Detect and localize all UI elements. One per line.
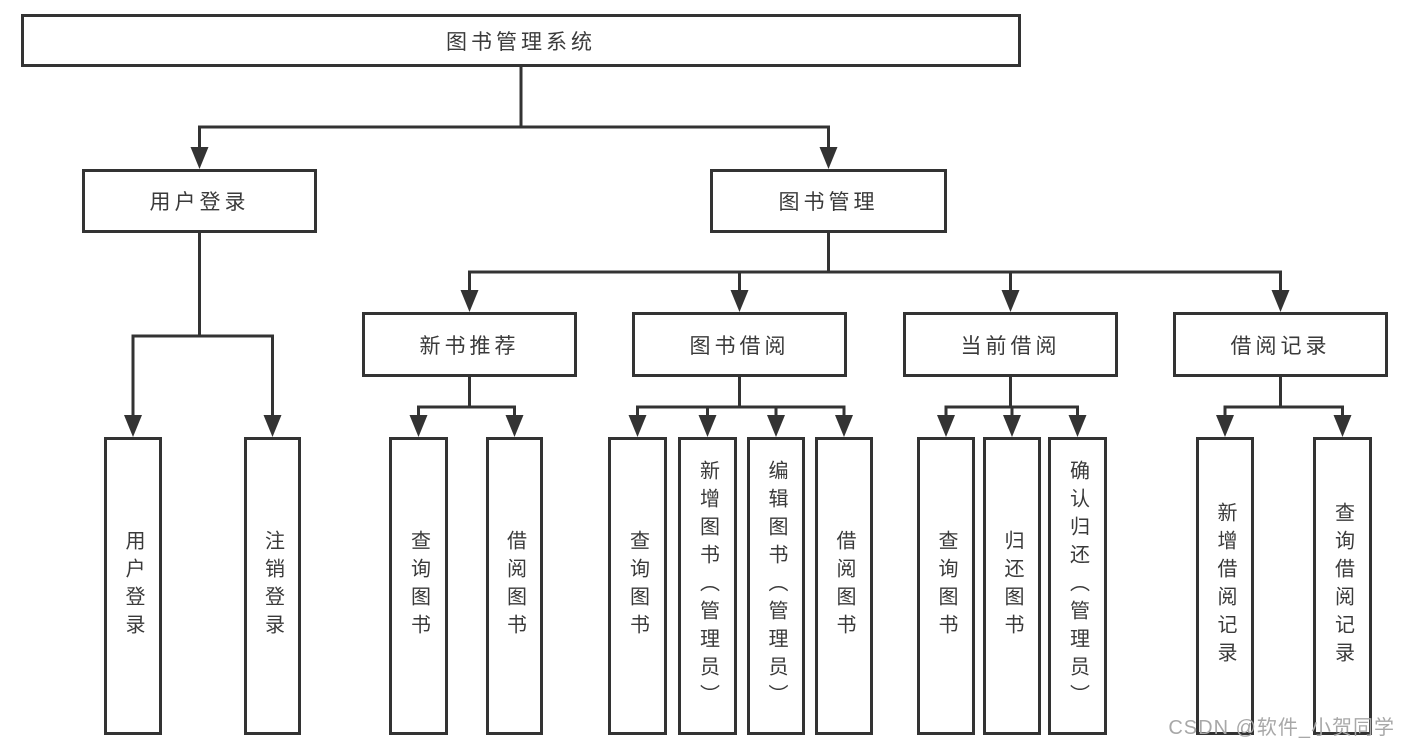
leaf-bb-query-books: 查询图书: [608, 437, 667, 735]
node-label: 借阅图书: [833, 530, 855, 642]
arrowhead-icon: [409, 415, 428, 437]
arrowhead-icon: [628, 415, 647, 437]
leaf-bb-edit-book-admin: 编辑图书（管理员）: [747, 437, 805, 735]
node-borrowing-records: 借阅记录: [1173, 312, 1388, 377]
node-label: 图书管理系统: [446, 30, 596, 54]
node-library-system: 图书管理系统: [21, 14, 1021, 67]
arrowhead-icon: [698, 415, 717, 437]
arrowhead-icon: [124, 415, 142, 437]
arrowhead-icon: [819, 147, 838, 169]
arrowhead-icon: [835, 415, 853, 437]
leaf-user-login: 用户登录: [104, 437, 162, 735]
leaf-br-add-record: 新增借阅记录: [1196, 437, 1254, 735]
arrowhead-icon: [1271, 290, 1290, 312]
node-label: 用户登录: [149, 191, 250, 214]
node-label: 新书推荐: [419, 334, 520, 358]
node-label: 查询借阅记录: [1331, 502, 1354, 670]
leaf-nbr-query-books: 查询图书: [389, 437, 448, 735]
node-label: 图书管理: [778, 191, 879, 214]
arrowhead-icon: [460, 290, 479, 312]
node-label: 新增借阅记录: [1214, 502, 1236, 670]
node-label: 新增图书（管理员）: [696, 460, 719, 712]
node-book-management: 图书管理: [710, 169, 947, 233]
watermark: CSDN @软件_小贺同学: [1168, 717, 1395, 739]
leaf-bb-add-book-admin: 新增图书（管理员）: [678, 437, 737, 735]
leaf-logout: 注销登录: [244, 437, 301, 735]
node-label: 查询图书: [407, 530, 430, 642]
arrowhead-icon: [1001, 290, 1020, 312]
leaf-nbr-borrow-books: 借阅图书: [486, 437, 543, 735]
arrowhead-icon: [1003, 415, 1021, 437]
node-label: 归还图书: [1001, 530, 1023, 642]
node-label: 借阅图书: [503, 530, 526, 642]
node-label: 查询图书: [935, 530, 957, 642]
arrowhead-icon: [190, 147, 209, 169]
node-label: 当前借阅: [960, 334, 1061, 358]
node-label: 查询图书: [626, 530, 649, 642]
node-label: 编辑图书（管理员）: [765, 460, 787, 712]
arrowhead-icon: [505, 415, 524, 437]
node-book-borrowing: 图书借阅: [632, 312, 847, 377]
node-user-login: 用户登录: [82, 169, 317, 233]
arrowhead-icon: [1216, 415, 1234, 437]
leaf-bb-borrow-books: 借阅图书: [815, 437, 873, 735]
arrowhead-icon: [1333, 415, 1352, 437]
node-label: 借阅记录: [1230, 334, 1331, 358]
node-label: 确认归还（管理员）: [1066, 460, 1089, 712]
arrowhead-icon: [263, 415, 282, 437]
node-new-book-recommendation: 新书推荐: [362, 312, 577, 377]
node-label: 注销登录: [261, 530, 284, 642]
leaf-cb-query-books: 查询图书: [917, 437, 975, 735]
arrowhead-icon: [937, 415, 955, 437]
arrowhead-icon: [767, 415, 785, 437]
node-label: 图书借阅: [689, 334, 790, 358]
arrowhead-icon: [1068, 415, 1087, 437]
node-label: 用户登录: [122, 530, 144, 642]
leaf-cb-return-books: 归还图书: [983, 437, 1041, 735]
leaf-br-query-record: 查询借阅记录: [1313, 437, 1372, 735]
arrowhead-icon: [730, 290, 749, 312]
node-current-borrowing: 当前借阅: [903, 312, 1118, 377]
leaf-cb-confirm-return-admin: 确认归还（管理员）: [1048, 437, 1107, 735]
